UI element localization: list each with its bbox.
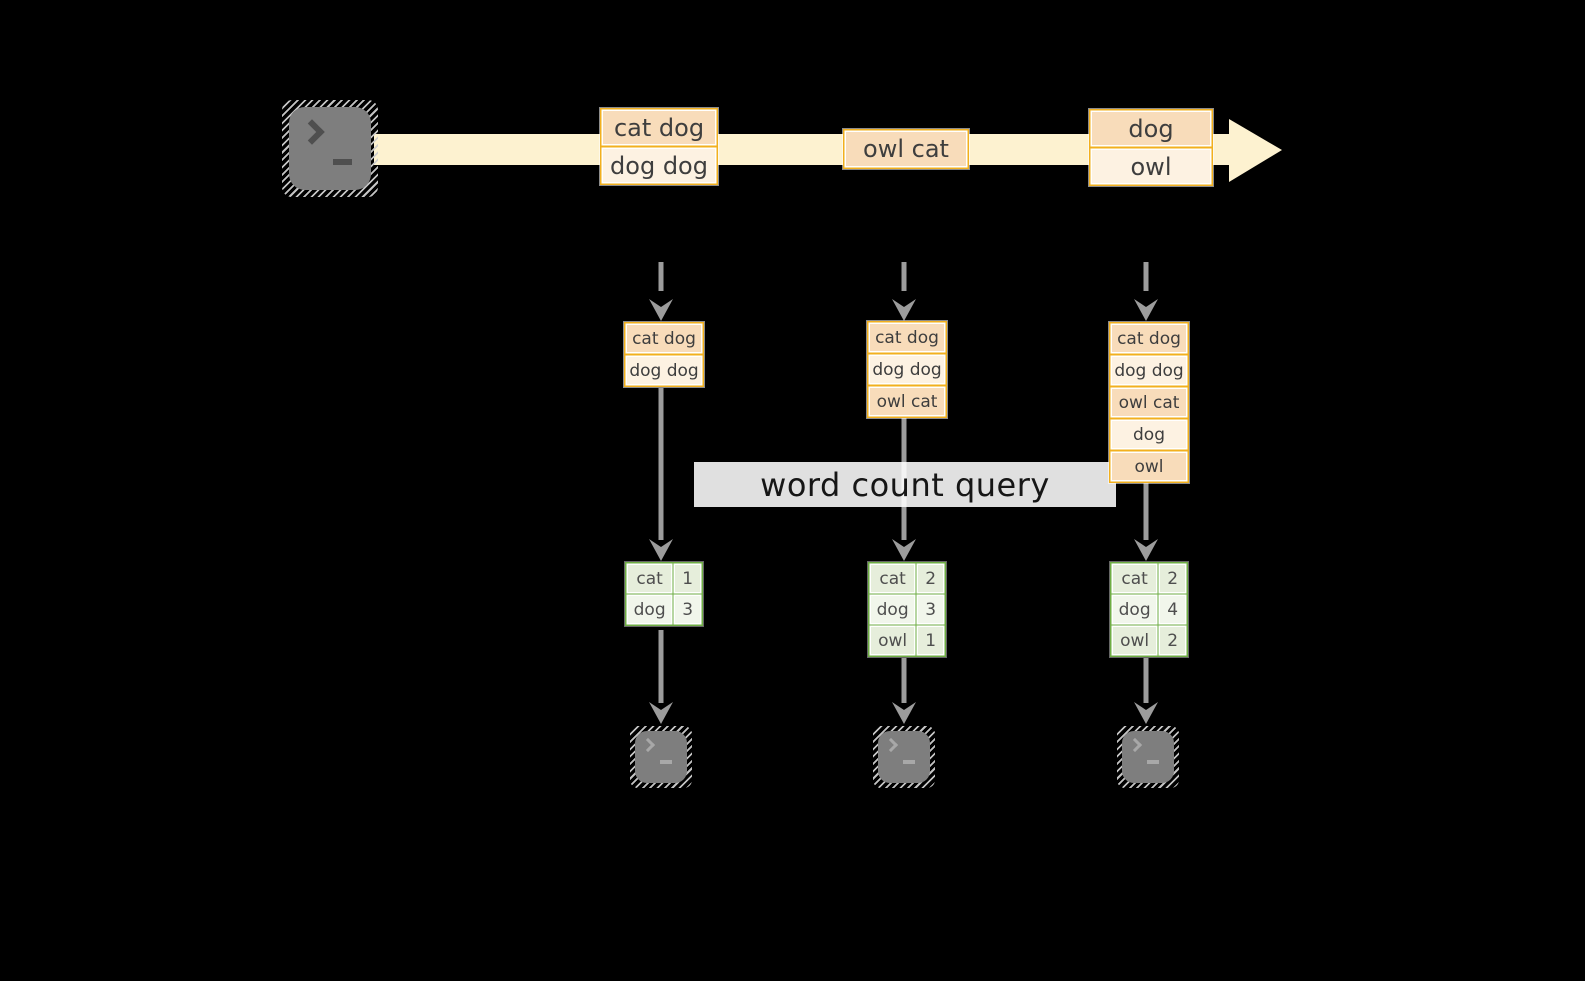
- count-cell: 1: [675, 565, 700, 592]
- state-text: cat dog: [1117, 328, 1181, 349]
- stream-event-line: owl: [1092, 150, 1210, 183]
- prompt-underscore-icon: [1147, 760, 1159, 764]
- count-cell: 2: [1160, 565, 1185, 592]
- state-text: owl cat: [1118, 392, 1180, 413]
- terminal-icon: [1117, 726, 1179, 788]
- dashed-arrow-1: [649, 262, 673, 321]
- stream-event-line: dog dog: [603, 149, 715, 182]
- query-label-text: word count query: [760, 465, 1050, 504]
- prompt-underscore-icon: [903, 760, 915, 764]
- state-line: dog dog: [627, 357, 701, 384]
- stream-event-line: owl cat: [846, 132, 966, 166]
- terminal-icon-body: [1122, 731, 1174, 783]
- state-line: cat dog: [1112, 325, 1186, 352]
- query-arrow-1: [649, 388, 673, 561]
- word-cell: cat: [1113, 565, 1157, 592]
- stream-event-2: owl cat: [843, 129, 969, 169]
- word-cell: cat: [871, 565, 915, 592]
- state-text: cat dog: [632, 328, 696, 349]
- word-cell: owl: [871, 627, 915, 654]
- prompt-chevron-icon: [886, 740, 896, 750]
- event-text: dog dog: [610, 151, 708, 180]
- stream-event-1: cat dog dog dog: [600, 108, 718, 185]
- terminal-icon-body: [289, 107, 371, 190]
- state-line: owl cat: [870, 388, 944, 415]
- terminal-icon: [282, 100, 378, 197]
- sink-arrow-2: [892, 658, 916, 724]
- word-cell: dog: [871, 596, 915, 623]
- query-arrow-3: [1134, 482, 1158, 561]
- state-text: dog dog: [1114, 360, 1184, 381]
- terminal-icon: [873, 726, 935, 788]
- word-cell: dog: [1113, 596, 1157, 623]
- sink-arrow-3: [1134, 658, 1158, 724]
- event-text: owl cat: [863, 135, 949, 163]
- prompt-underscore-icon: [333, 159, 352, 165]
- stream-event-3: dog owl: [1089, 109, 1213, 186]
- event-text: dog: [1128, 114, 1174, 143]
- state-line: dog dog: [870, 356, 944, 383]
- terminal-icon-body: [878, 731, 930, 783]
- count-cell: 4: [1160, 596, 1185, 623]
- stream-arrow: [374, 119, 1282, 182]
- input-state-3: cat dog dog dog owl cat dog owl: [1109, 322, 1189, 483]
- state-text: dog dog: [872, 359, 942, 380]
- state-line: dog: [1112, 421, 1186, 448]
- input-state-2: cat dog dog dog owl cat: [867, 321, 947, 418]
- count-cell: 2: [918, 565, 943, 592]
- prompt-chevron-icon: [303, 123, 321, 141]
- prompt-chevron-icon: [643, 740, 653, 750]
- count-table-3: cat 2 dog 4 owl 2: [1110, 562, 1188, 657]
- terminal-icon: [630, 726, 692, 788]
- word-cell: dog: [628, 596, 672, 623]
- sink-arrow-1: [649, 630, 673, 724]
- count-table-1: cat 1 dog 3: [625, 562, 703, 626]
- stream-event-line: cat dog: [603, 111, 715, 144]
- count-cell: 1: [918, 627, 943, 654]
- state-line: dog dog: [1112, 357, 1186, 384]
- count-cell: 3: [675, 596, 700, 623]
- event-text: cat dog: [613, 113, 705, 142]
- state-text: cat dog: [875, 327, 939, 348]
- prompt-underscore-icon: [660, 760, 672, 764]
- state-text: dog: [1133, 424, 1165, 445]
- state-text: dog dog: [629, 360, 699, 381]
- event-text: owl: [1130, 152, 1172, 181]
- state-line: cat dog: [627, 325, 701, 352]
- count-table-2: cat 2 dog 3 owl 1: [868, 562, 946, 657]
- state-line: owl: [1112, 453, 1186, 480]
- word-cell: owl: [1113, 627, 1157, 654]
- dashed-arrow-2: [892, 262, 916, 321]
- prompt-chevron-icon: [1130, 740, 1140, 750]
- terminal-icon-body: [635, 731, 687, 783]
- stream-event-line: dog: [1092, 112, 1210, 145]
- state-text: owl cat: [876, 391, 938, 412]
- state-text: owl: [1134, 456, 1164, 477]
- state-line: owl cat: [1112, 389, 1186, 416]
- word-cell: cat: [628, 565, 672, 592]
- query-label: word count query: [694, 462, 1116, 507]
- input-state-1: cat dog dog dog: [624, 322, 704, 387]
- state-line: cat dog: [870, 324, 944, 351]
- count-cell: 2: [1160, 627, 1185, 654]
- count-cell: 3: [918, 596, 943, 623]
- dashed-arrow-3: [1134, 262, 1158, 321]
